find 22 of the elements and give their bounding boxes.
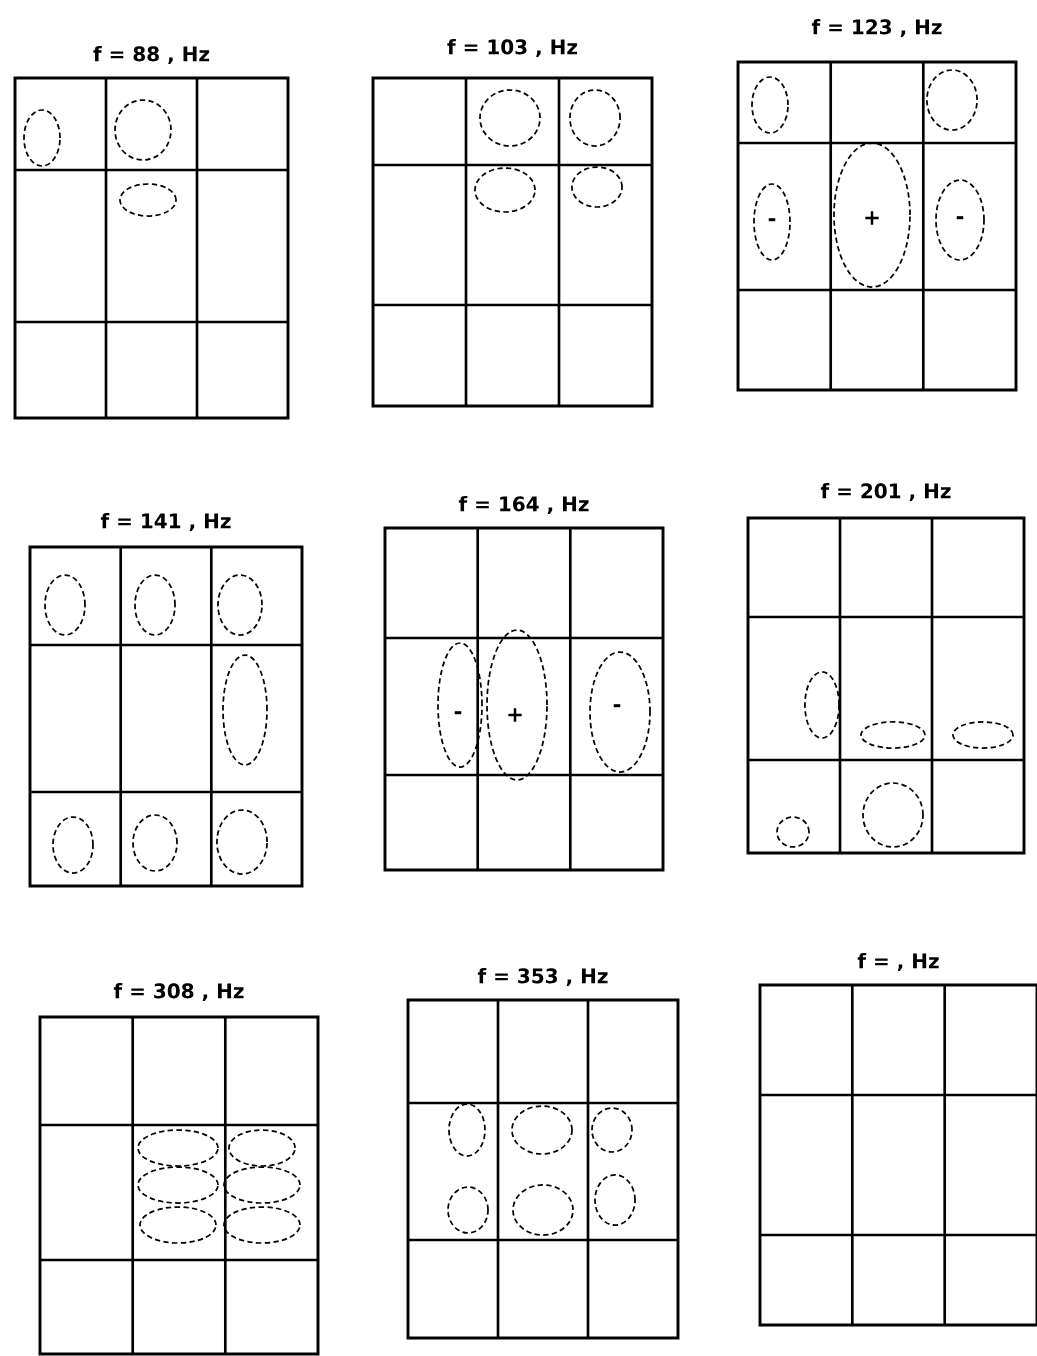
node-label: f = 141 , Hz <box>100 513 231 532</box>
mode-panel: f = 308 , Hz <box>38 983 320 1356</box>
node-label: f = 308 , Hz <box>113 983 244 1002</box>
node-label: f = , Hz <box>857 953 939 972</box>
sign-label: + <box>508 708 522 722</box>
sign-label: + <box>865 211 879 225</box>
mode-panel: f = , Hz <box>758 953 1037 1327</box>
node-label: f = 123 , Hz <box>811 19 942 38</box>
mode-panel: f = 141 , Hz <box>28 513 304 888</box>
sign-label: - <box>956 216 964 220</box>
sign-label: - <box>454 711 462 715</box>
node-label: f = 353 , Hz <box>477 968 608 987</box>
mode-panel: f = 353 , Hz <box>406 968 680 1340</box>
node-label: f = 164 , Hz <box>458 496 589 515</box>
sign-label: - <box>768 218 776 222</box>
node-label: f = 201 , Hz <box>820 483 951 502</box>
node-label: f = 103 , Hz <box>447 39 578 58</box>
sign-label: - <box>613 704 621 708</box>
node-label: f = 88 , Hz <box>93 46 210 65</box>
mode-panel: f = 103 , Hz <box>371 39 654 408</box>
mode-panel: f = 201 , Hz <box>746 483 1026 855</box>
mode-panel: f = 88 , Hz <box>13 46 290 420</box>
